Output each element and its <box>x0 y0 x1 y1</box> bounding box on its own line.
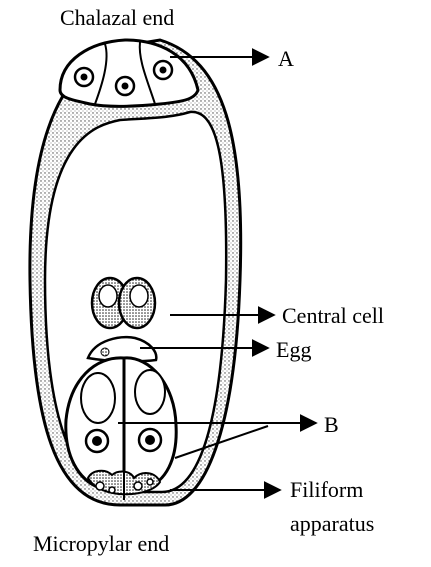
label-b: B <box>324 412 339 437</box>
polar-nuclei <box>92 278 155 328</box>
micropylar-end-label: Micropylar end <box>33 531 169 556</box>
central-cell-label: Central cell <box>282 303 384 328</box>
chalazal-end-label: Chalazal end <box>60 5 174 30</box>
egg-label: Egg <box>276 337 311 362</box>
label-a: A <box>278 46 294 71</box>
filiform-label-line2: apparatus <box>290 511 374 536</box>
filiform-label-line1: Filiform <box>290 477 363 502</box>
